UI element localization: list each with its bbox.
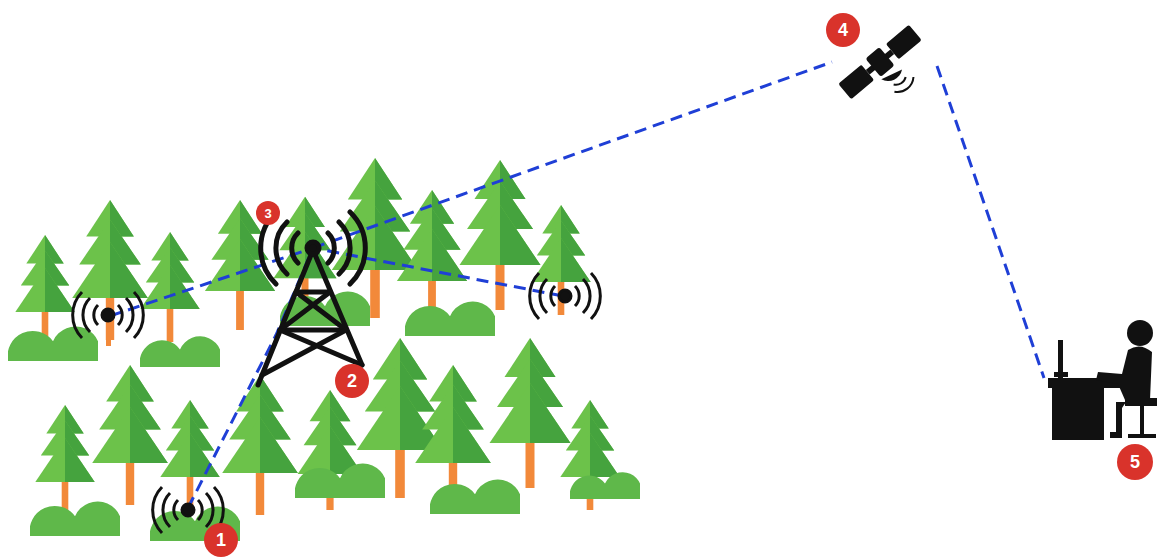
operator-at-desk: [1048, 320, 1157, 440]
callout-number: 3: [256, 201, 280, 225]
callout-number: 5: [1117, 444, 1153, 480]
callout-number: 4: [826, 13, 860, 47]
trees: [15, 158, 619, 515]
callout-number: 1: [204, 523, 238, 557]
callout-number: 2: [335, 364, 369, 398]
wireless-links: [110, 62, 1044, 508]
bushes: [8, 292, 642, 541]
radio-tower: [258, 212, 365, 385]
sensor-nodes: [73, 273, 601, 533]
